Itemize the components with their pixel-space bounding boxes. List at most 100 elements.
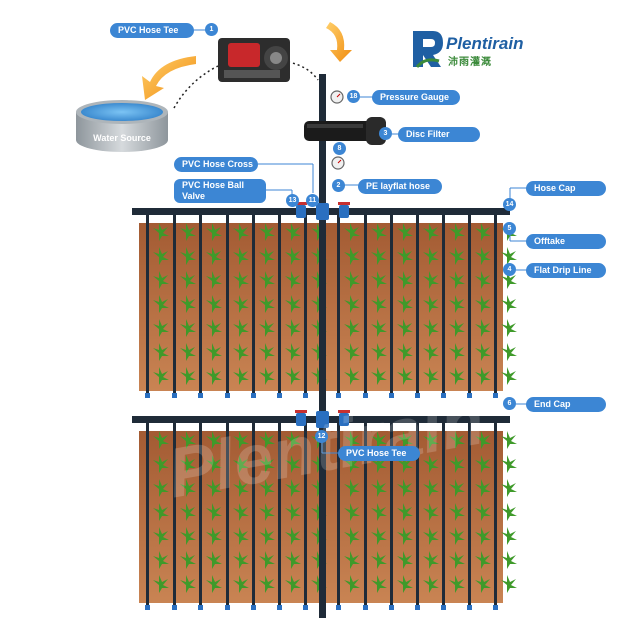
plant xyxy=(397,319,413,337)
plant xyxy=(449,247,465,265)
plant xyxy=(180,551,196,569)
end-cap xyxy=(145,393,150,398)
label-pvc-hose-cross: PVC Hose Cross xyxy=(174,157,258,172)
plant xyxy=(285,271,301,289)
water-source-tank xyxy=(76,100,168,152)
marker-18: 18 xyxy=(347,90,360,103)
plant xyxy=(180,503,196,521)
plant xyxy=(371,271,387,289)
plant xyxy=(233,367,249,385)
end-cap xyxy=(441,393,446,398)
plant xyxy=(501,455,517,473)
drip-line xyxy=(390,215,393,395)
label-pressure-gauge: Pressure Gauge xyxy=(372,90,460,105)
end-cap xyxy=(415,605,420,610)
plant xyxy=(344,319,360,337)
end-cap xyxy=(198,605,203,610)
brand-name: Plentirain xyxy=(446,34,524,53)
ball-valve-bottom-right xyxy=(339,413,349,426)
plant xyxy=(501,503,517,521)
plant xyxy=(423,503,439,521)
drip-line xyxy=(390,423,393,607)
plant xyxy=(180,343,196,361)
water-source-label: Water Source xyxy=(93,133,151,143)
plant xyxy=(153,295,169,313)
plant xyxy=(153,223,169,241)
label-offtake: Offtake xyxy=(526,234,606,249)
plant xyxy=(259,455,275,473)
plant xyxy=(206,367,222,385)
drip-line xyxy=(442,215,445,395)
plant xyxy=(344,431,360,449)
plant xyxy=(371,527,387,545)
plant xyxy=(397,431,413,449)
plant xyxy=(475,271,491,289)
plant xyxy=(371,575,387,593)
label-flat-drip-line: Flat Drip Line xyxy=(526,263,606,278)
plant xyxy=(371,551,387,569)
plant xyxy=(153,343,169,361)
plant xyxy=(397,271,413,289)
plant xyxy=(153,271,169,289)
plant xyxy=(449,295,465,313)
plant xyxy=(344,503,360,521)
plant xyxy=(285,223,301,241)
plant xyxy=(423,479,439,497)
plant xyxy=(344,527,360,545)
drip-line xyxy=(252,215,255,395)
plant xyxy=(475,503,491,521)
end-cap xyxy=(172,605,177,610)
label-pvc-hose-tee-bottom: PVC Hose Tee xyxy=(338,446,420,461)
plant xyxy=(344,479,360,497)
end-cap xyxy=(336,393,341,398)
drip-line xyxy=(146,215,149,395)
end-cap xyxy=(251,605,256,610)
drip-line xyxy=(416,423,419,607)
plant xyxy=(259,479,275,497)
plant xyxy=(206,503,222,521)
end-cap xyxy=(225,393,230,398)
plant xyxy=(449,503,465,521)
plant xyxy=(449,455,465,473)
plant xyxy=(180,271,196,289)
plant xyxy=(206,295,222,313)
valve-handle-bottom-right xyxy=(338,410,350,413)
drip-line xyxy=(199,215,202,395)
plant xyxy=(233,343,249,361)
plant xyxy=(206,319,222,337)
pressure-gauge-lower xyxy=(331,156,345,170)
valve-handle-bottom-left xyxy=(295,410,307,413)
drip-line xyxy=(304,423,307,607)
plant xyxy=(371,431,387,449)
plant xyxy=(397,343,413,361)
end-cap xyxy=(389,393,394,398)
plant xyxy=(501,295,517,313)
plant xyxy=(397,479,413,497)
plant xyxy=(449,479,465,497)
plant xyxy=(180,223,196,241)
plant xyxy=(501,343,517,361)
label-end-cap: End Cap xyxy=(526,397,606,412)
plant xyxy=(285,319,301,337)
plant xyxy=(423,367,439,385)
plant xyxy=(423,295,439,313)
plant xyxy=(259,503,275,521)
plant xyxy=(233,247,249,265)
marker-11: 11 xyxy=(306,194,319,207)
hose-tee-fitting xyxy=(316,411,329,428)
plant xyxy=(475,479,491,497)
plant xyxy=(397,247,413,265)
plant xyxy=(397,223,413,241)
plant xyxy=(233,271,249,289)
marker-2: 2 xyxy=(332,179,345,192)
plant xyxy=(344,455,360,473)
plant xyxy=(475,527,491,545)
plant xyxy=(344,343,360,361)
plant xyxy=(180,295,196,313)
plant xyxy=(206,455,222,473)
plant xyxy=(233,479,249,497)
plant xyxy=(206,247,222,265)
plant xyxy=(371,455,387,473)
ball-valve-right xyxy=(339,205,349,218)
